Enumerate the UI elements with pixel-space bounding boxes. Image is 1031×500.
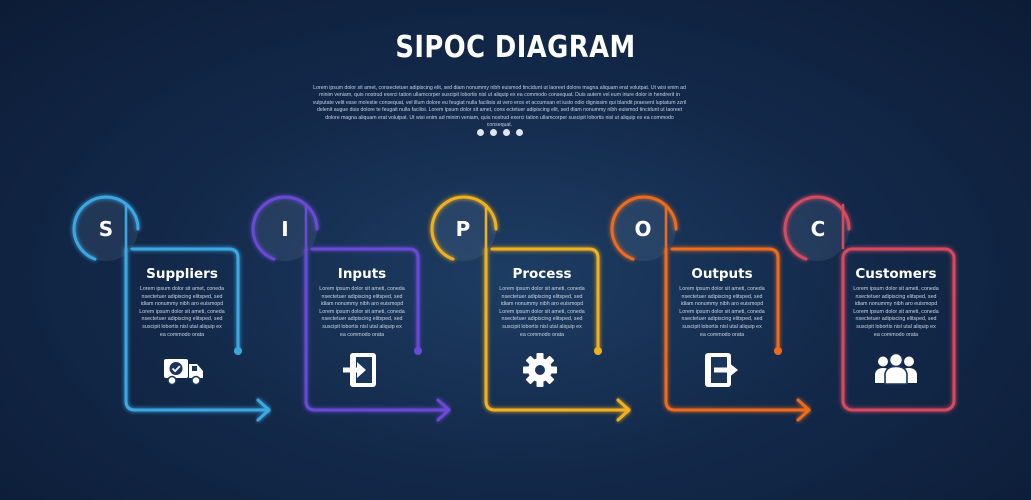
stage-title: Suppliers	[146, 266, 218, 282]
stage-description: Lorem ipsum dolor sit ameti, coneda nsec…	[853, 286, 939, 338]
gear-icon	[518, 352, 562, 388]
stage-title: Outputs	[691, 266, 753, 282]
letter-circle-arc	[72, 195, 140, 261]
people-group-icon	[874, 352, 918, 388]
stage-description: Lorem ipsum dolor sit ameti, coneda nsec…	[319, 286, 405, 338]
connector-arrowhead	[616, 398, 631, 422]
pagination-dots	[477, 129, 523, 137]
connector-arrowhead	[256, 398, 271, 422]
sign-out-icon	[699, 352, 743, 388]
pagination-dot	[503, 129, 510, 136]
connector-path	[124, 247, 270, 412]
sign-in-icon	[339, 352, 383, 388]
connector-path	[664, 247, 810, 412]
connector-end-dot	[774, 347, 782, 355]
letter-circle-fill	[253, 197, 317, 261]
connector-end-dot	[414, 347, 422, 355]
letter-circle-fill	[785, 197, 849, 261]
pagination-dot	[490, 129, 497, 136]
stage-letter: I	[281, 217, 289, 241]
letter-circle-fill	[612, 197, 676, 261]
letter-circle-arc	[251, 195, 319, 261]
page-title: SIPOC DIAGRAM	[395, 30, 636, 65]
connector-arrowhead	[436, 398, 451, 422]
stage-description: Lorem ipsum dolor sit amet, coneda nsect…	[139, 286, 225, 338]
stage-letter: C	[810, 217, 826, 241]
stage-letter: O	[634, 217, 652, 241]
connector-end-dot	[234, 347, 242, 355]
stage-description: Lorem ipsum dolor sit ameti, coneda nsec…	[679, 286, 765, 338]
stage-letter: S	[98, 217, 114, 241]
connector-path	[484, 247, 630, 412]
stage-title: Inputs	[337, 266, 387, 282]
stage-title: Process	[512, 266, 572, 282]
pagination-dot	[516, 129, 523, 136]
letter-circle-fill	[74, 197, 138, 261]
intro-paragraph: Lorem ipsum dolor sit amet, consectetuer…	[312, 85, 687, 129]
stage-title: Customers	[855, 266, 937, 282]
stage-letter: P	[455, 217, 471, 241]
letter-circle-fill	[432, 197, 496, 261]
stage-description: Lorem ipsum dolor sit ameti, coneda nsec…	[499, 286, 585, 338]
letter-circle-arc	[610, 195, 678, 261]
delivery-truck-icon	[162, 353, 206, 389]
connector-end-dot	[594, 347, 602, 355]
customers-box	[841, 247, 956, 412]
connector-path	[304, 247, 450, 412]
letter-circle-arc	[430, 195, 498, 261]
pagination-dot	[477, 129, 484, 136]
connector-arrowhead	[796, 398, 811, 422]
